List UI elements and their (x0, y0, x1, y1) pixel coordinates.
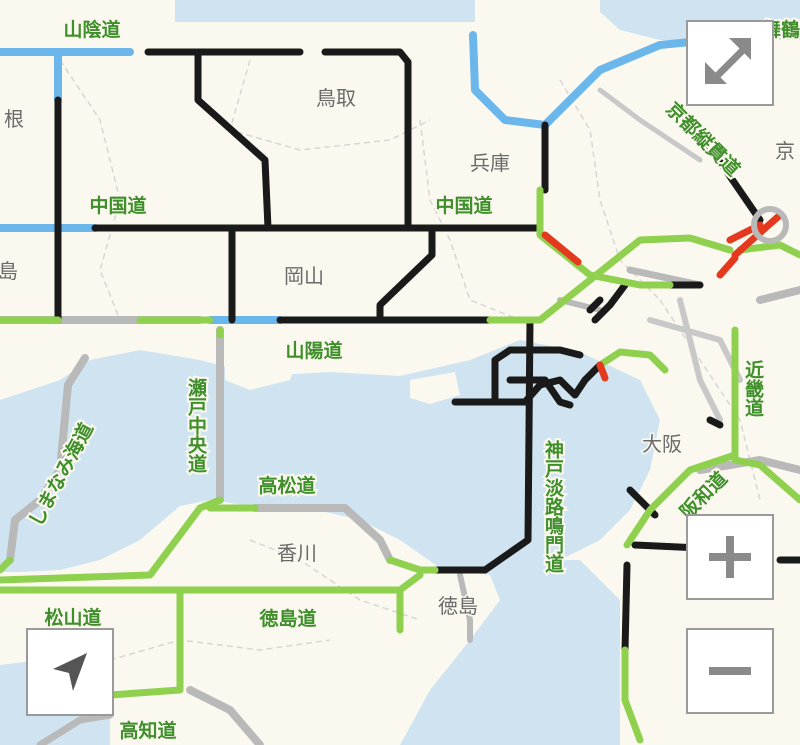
fullscreen-button[interactable] (686, 20, 774, 106)
road-label-seto-chuo: 瀬戸中央道 (185, 378, 207, 474)
pref-label-tokushima: 徳島 (438, 594, 478, 618)
pref-label-hiroshima: 島 (0, 259, 18, 283)
road-label-tokushima: 徳島道 (258, 607, 316, 630)
pref-label-shimane: 根 (4, 107, 24, 131)
road-label-kyoto-jukan: 京都縦貫道 (661, 97, 744, 180)
pref-label-tottori: 鳥取 (316, 86, 356, 110)
plus-icon (709, 536, 751, 578)
road-label-chugoku-west: 中国道 (89, 194, 146, 217)
road-label-kochi: 高知道 (119, 719, 176, 742)
roads-blue (0, 31, 694, 324)
road-label-takamatsu: 高松道 (258, 474, 315, 497)
locate-button[interactable] (26, 628, 114, 716)
road-label-kobe-awaji: 神戸淡路鳴門道 (542, 439, 564, 574)
zoom-in-button[interactable] (686, 514, 774, 600)
road-label-matsuyama: 松山道 (44, 606, 101, 629)
minus-icon (709, 667, 751, 675)
road-label-kinki: 近畿道 (742, 360, 764, 418)
islands (30, 345, 460, 640)
road-label-sanyo: 山陽道 (285, 339, 342, 362)
pref-label-kagawa: 香川 (277, 541, 317, 565)
pref-label-osaka: 大阪 (642, 432, 682, 456)
pref-label-hyogo: 兵庫 (470, 151, 510, 175)
pref-label-kyoto: 京 (775, 139, 795, 163)
location-arrow-icon (53, 653, 87, 691)
roads-green (0, 186, 800, 744)
road-label-chugoku-east: 中国道 (435, 194, 492, 217)
zoom-out-button[interactable] (686, 628, 774, 714)
expand-arrows-icon (705, 38, 751, 84)
interchange-circle (751, 206, 789, 244)
road-label-sanin: 山陰道 (63, 18, 120, 41)
pref-label-okayama: 岡山 (284, 264, 324, 288)
roads-black (54, 48, 800, 654)
